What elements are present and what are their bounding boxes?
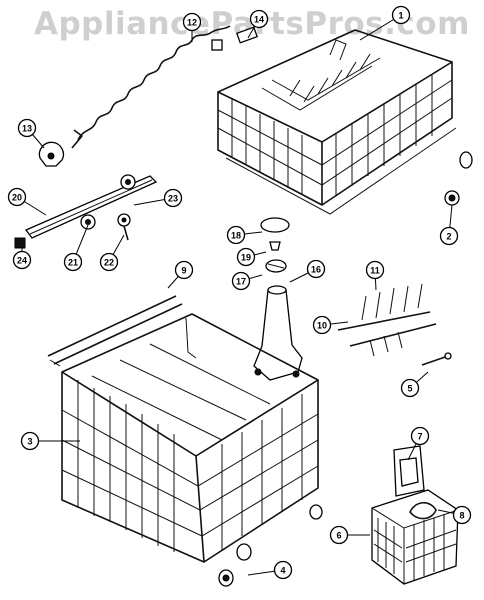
rack-rod bbox=[47, 295, 183, 367]
callout-circle bbox=[452, 505, 472, 525]
callout-16: 16 bbox=[289, 259, 326, 283]
callout-number: 22 bbox=[104, 258, 114, 268]
callout-4: 4 bbox=[247, 560, 293, 580]
callout-2: 2 bbox=[439, 204, 459, 246]
callout-5: 5 bbox=[400, 371, 429, 398]
callout-circle bbox=[182, 12, 202, 32]
callout-12: 12 bbox=[182, 12, 202, 42]
callout-3: 3 bbox=[20, 431, 80, 451]
callout-circle bbox=[410, 426, 430, 446]
callout-number: 5 bbox=[407, 384, 412, 394]
callout-number: 7 bbox=[417, 432, 422, 442]
callout-number: 13 bbox=[22, 124, 32, 134]
pin bbox=[421, 352, 452, 366]
rack-stop bbox=[38, 141, 65, 167]
callout-14: 14 bbox=[247, 9, 269, 39]
callout-number: 19 bbox=[241, 253, 251, 263]
callout-23: 23 bbox=[133, 188, 183, 208]
callout-circle bbox=[236, 247, 256, 267]
callout-number: 14 bbox=[254, 15, 264, 25]
callout-17: 17 bbox=[231, 271, 263, 291]
callout-circle bbox=[231, 271, 251, 291]
callout-number: 20 bbox=[12, 193, 22, 203]
callout-circle bbox=[174, 260, 194, 280]
callout-19: 19 bbox=[236, 247, 267, 267]
callout-circle bbox=[20, 431, 40, 451]
upper-rack bbox=[217, 29, 473, 215]
callout-number: 12 bbox=[187, 18, 197, 28]
callout-circle bbox=[7, 187, 27, 207]
callout-number: 16 bbox=[311, 265, 321, 275]
callout-21: 21 bbox=[63, 224, 89, 272]
callout-18: 18 bbox=[226, 225, 263, 245]
callout-7: 7 bbox=[407, 426, 430, 461]
callout-circle bbox=[17, 118, 37, 138]
slide-rail bbox=[14, 174, 158, 249]
callout-circle bbox=[400, 378, 420, 398]
callout-circle bbox=[12, 250, 32, 270]
callout-number: 8 bbox=[459, 511, 464, 521]
callout-circle bbox=[439, 226, 459, 246]
callout-circle bbox=[306, 259, 326, 279]
callout-number: 3 bbox=[27, 437, 32, 447]
cutlery-basket bbox=[371, 445, 459, 585]
callout-number: 4 bbox=[280, 566, 285, 576]
callout-number: 18 bbox=[231, 231, 241, 241]
callout-circle bbox=[226, 225, 246, 245]
spray-tower bbox=[253, 217, 303, 381]
callout-22: 22 bbox=[99, 234, 125, 272]
callout-circle bbox=[329, 525, 349, 545]
callout-number: 11 bbox=[370, 266, 380, 276]
callout-8: 8 bbox=[437, 505, 472, 525]
callout-11: 11 bbox=[365, 260, 385, 291]
callout-number: 24 bbox=[17, 256, 27, 266]
callout-6: 6 bbox=[329, 525, 370, 545]
callout-circle bbox=[391, 5, 411, 25]
callout-circle bbox=[365, 260, 385, 280]
callout-number: 2 bbox=[446, 232, 451, 242]
callout-9: 9 bbox=[167, 260, 194, 289]
callout-20: 20 bbox=[7, 187, 47, 216]
callout-10: 10 bbox=[312, 315, 349, 335]
lower-rack bbox=[61, 313, 323, 587]
callout-number: 23 bbox=[168, 194, 178, 204]
callout-circle bbox=[99, 252, 119, 272]
callout-number: 1 bbox=[398, 11, 403, 21]
callout-13: 13 bbox=[17, 118, 45, 149]
callout-number: 10 bbox=[317, 321, 327, 331]
callout-number: 9 bbox=[181, 266, 186, 276]
callout-number: 6 bbox=[336, 531, 341, 541]
callout-number: 21 bbox=[68, 258, 78, 268]
callout-circle bbox=[63, 252, 83, 272]
callout-1: 1 bbox=[359, 5, 411, 41]
callout-circle bbox=[163, 188, 183, 208]
callout-circle bbox=[273, 560, 293, 580]
callout-number: 17 bbox=[236, 277, 246, 287]
callout-24: 24 bbox=[12, 248, 32, 270]
callout-circle bbox=[312, 315, 332, 335]
fold-down-tines bbox=[337, 283, 437, 357]
callout-circle bbox=[249, 9, 269, 29]
